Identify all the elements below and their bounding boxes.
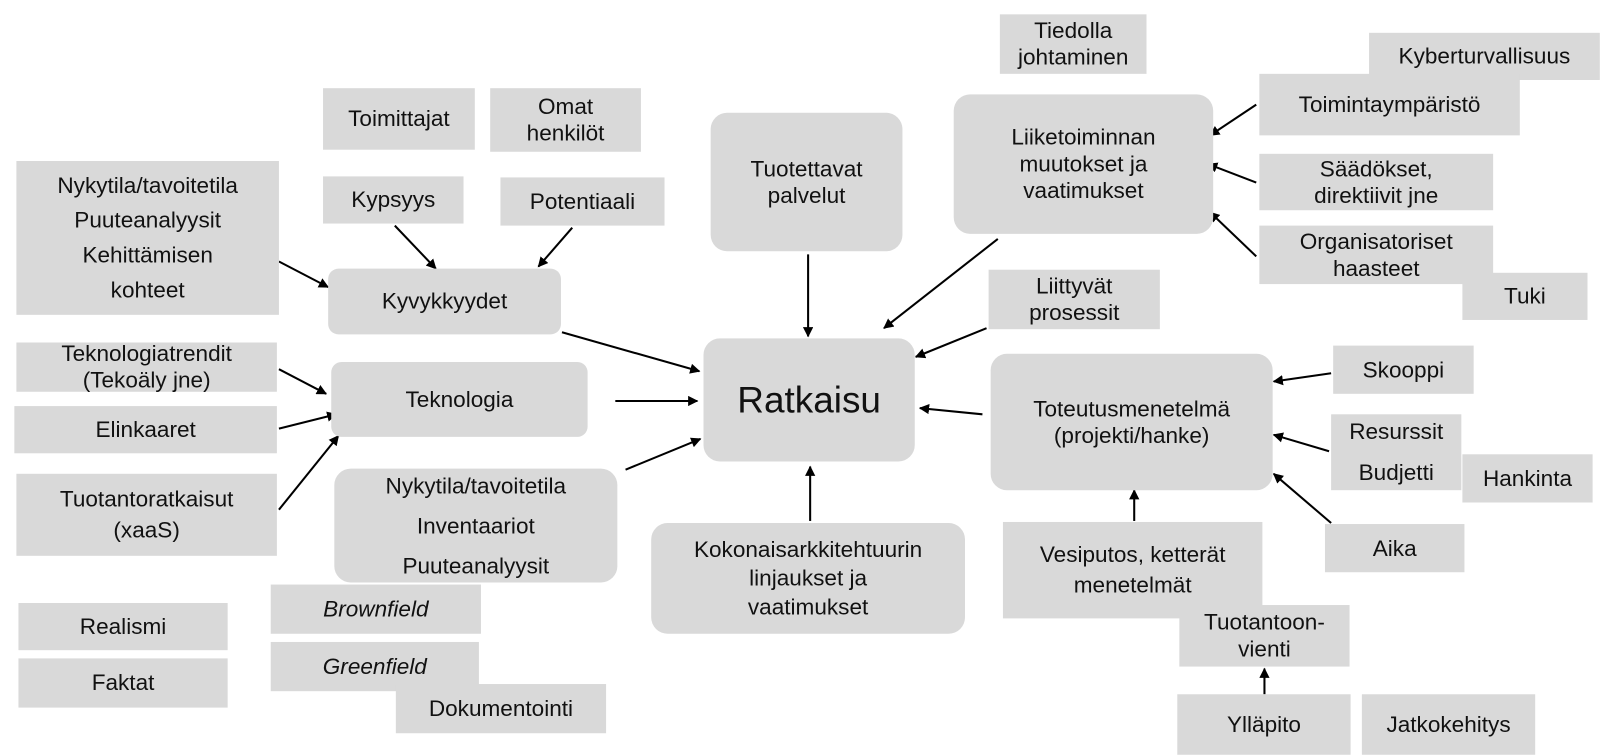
node-nykytila-tavoitetila-left: Nykytila/tavoitetila Puuteanalyysit Kehi… [16, 161, 279, 315]
node-liiketoiminnan-muutokset: Liiketoiminnan muutokset ja vaatimukset [953, 94, 1214, 234]
node-aika: Aika [1324, 524, 1465, 573]
node-saadokset: Säädökset, direktiivit jne [1259, 153, 1494, 211]
node-yllapito: Ylläpito [1177, 694, 1351, 755]
arrow-kypsyys-to-kyvykkyydet [394, 224, 437, 270]
arrow-liittyvat-to-ratkaisu [914, 327, 987, 359]
node-tiedolla-johtaminen: Tiedolla johtaminen [999, 14, 1147, 74]
node-resurssit-budjetti: Resurssit Budjetti [1331, 414, 1462, 491]
node-teknologiatrendit: Teknologiatrendit (Tekoäly jne) [16, 340, 277, 393]
node-ratkaisu: Ratkaisu [703, 338, 915, 462]
node-elinkaaret: Elinkaaret [14, 406, 277, 454]
node-tuotantoratkaisut: Tuotantoratkaisut (xaaS) [16, 473, 277, 556]
node-skooppi: Skooppi [1333, 345, 1474, 394]
node-potentiaali: Potentiaali [500, 177, 665, 226]
node-faktat: Faktat [18, 658, 228, 708]
node-dokumentointi: Dokumentointi [395, 684, 607, 734]
node-teknologia: Teknologia [331, 362, 588, 437]
node-organisatoriset-haasteet: Organisatoriset haasteet [1259, 225, 1494, 285]
node-kyvykkyydet: Kyvykkyydet [328, 268, 561, 335]
arrow-saadokset-to-liiketoiminnan [1207, 162, 1257, 184]
arrow-aika-to-toteutus [1272, 473, 1332, 524]
node-toteutusmenetelma: Toteutusmenetelmä (projekti/hanke) [990, 353, 1273, 491]
node-kypsyys: Kypsyys [323, 176, 464, 224]
arrow-teknologiatrendit-to-teknologia [278, 368, 328, 395]
node-kyberturvallisuus: Kyberturvallisuus [1369, 32, 1600, 80]
node-omat-henkilot: Omat henkilöt [490, 88, 641, 152]
node-vesiputos-ketterat: Vesiputos, ketterät menetelmät [1002, 521, 1263, 619]
node-toimintaymparisto: Toimintaympäristö [1259, 73, 1520, 136]
arrow-skooppi-to-toteutus [1272, 372, 1332, 386]
node-hankinta: Hankinta [1462, 454, 1593, 503]
node-tuotantoon-vienti: Tuotantoon- vienti [1179, 605, 1350, 667]
arrow-potentiaali-to-kyvykkyydet [537, 226, 574, 268]
arrow-tuotantoratkaisut-to-teknologia [278, 435, 340, 511]
node-toimittajat: Toimittajat [323, 88, 475, 150]
node-greenfield: Greenfield [270, 641, 479, 692]
arrow-resurssit-to-toteutus [1272, 432, 1330, 453]
arrow-kyvykkyydet-to-ratkaisu [561, 331, 701, 374]
arrow-nykytila_lower-to-ratkaisu [625, 437, 702, 471]
node-kokonaisarkkitehtuurin-linjaukset: Kokonaisarkkitehtuurin linjaukset ja vaa… [651, 523, 966, 634]
node-liittyvat-prosessit: Liittyvät prosessit [988, 269, 1160, 330]
node-tuotettavat-palvelut: Tuotettavat palvelut [710, 112, 903, 252]
arrow-elinkaaret-to-teknologia [278, 411, 338, 430]
node-brownfield: Brownfield [270, 584, 481, 634]
arrow-toimintaymparisto-to-liiketoiminnan [1209, 103, 1257, 137]
node-tuki: Tuki [1462, 272, 1588, 320]
arrow-liiketoiminnan-to-ratkaisu [883, 238, 999, 329]
node-jatkokehitys: Jatkokehitys [1361, 694, 1536, 755]
node-nykytila-inventaariot: Nykytila/tavoitetila Inventaariot Puutea… [334, 468, 618, 583]
arrow-toteutus-to-ratkaisu [918, 403, 983, 416]
arrow-nykytila_left-to-kyvykkyydet [278, 260, 330, 289]
arrow-organisatoriset-to-liiketoiminnan [1209, 211, 1257, 258]
node-realismi: Realismi [18, 602, 228, 651]
